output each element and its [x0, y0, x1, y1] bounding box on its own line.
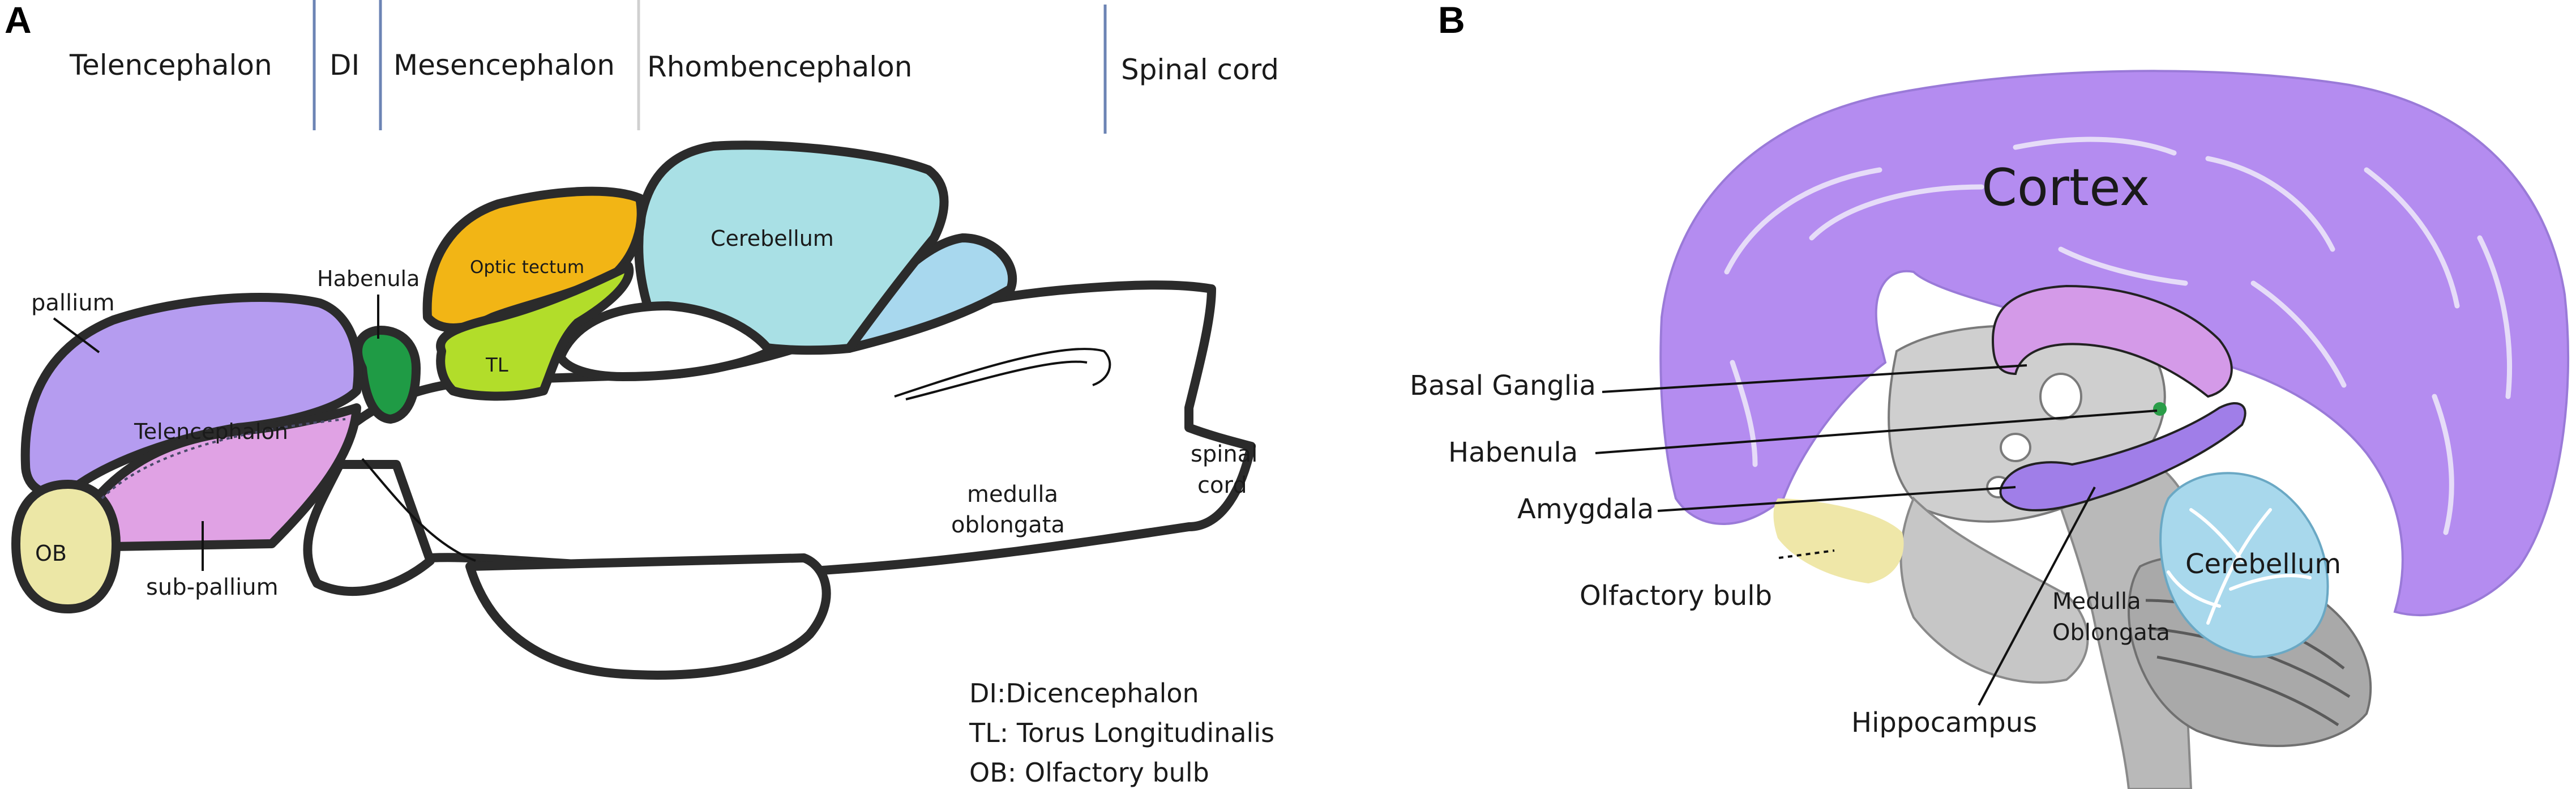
header-telencephalon: Telencephalon — [69, 49, 272, 82]
label-habenula-b: Habenula — [1448, 437, 1578, 468]
label-tl: TL — [485, 354, 508, 377]
header-di: DI — [330, 49, 360, 82]
gyrus-line-10 — [2058, 246, 2188, 286]
gyrus-line-3 — [2013, 137, 2177, 156]
ventricle-arc-inner — [905, 360, 1088, 400]
ventricle-hole-1 — [2039, 373, 2082, 420]
habenula-region — [353, 325, 421, 424]
gyrus-line-4 — [2205, 156, 2335, 252]
gyrus-line-7 — [2250, 280, 2347, 388]
label-telencephalon: Telencephalon — [134, 419, 288, 444]
gyrus-line-5 — [2364, 167, 2460, 309]
valvula-outline — [556, 301, 774, 381]
legend-line-2: TL: Torus Longitudinalis — [969, 718, 1274, 748]
arbor-line-1 — [2206, 508, 2272, 625]
gyrus-line-1 — [1724, 167, 1882, 275]
label-spinal-line2: cord — [1197, 472, 1247, 498]
cerebellum-arbor — [2167, 508, 2312, 625]
label-cerebellum: Cerebellum — [711, 226, 834, 251]
cortex-region — [1659, 70, 2570, 616]
label-habenula: Habenula — [317, 266, 420, 291]
label-optic-tectum: Optic tectum — [470, 257, 584, 278]
amygdala-leader — [1657, 486, 2016, 512]
gyrus-line-6 — [2477, 235, 2513, 399]
arbor-line-2 — [2229, 574, 2312, 591]
habenula-leader-b — [1595, 410, 2158, 454]
panel-b: B — [1410, 0, 2570, 789]
olfactory-bulb-leader — [1778, 549, 1835, 559]
folia-line-3 — [2156, 655, 2339, 727]
header-mesencephalon: Mesencephalon — [393, 49, 615, 82]
pallium-leader — [53, 317, 100, 353]
ventricle-arc — [894, 348, 1111, 398]
olfactory-bulb-region — [11, 480, 121, 613]
panel-b-letter: B — [1438, 0, 1465, 41]
diencephalic-curve — [361, 458, 476, 562]
label-pallium: pallium — [31, 290, 115, 316]
header-rhombencephalon: Rhombencephalon — [647, 50, 912, 83]
label-sub-pallium: sub-pallium — [146, 574, 279, 600]
legend-line-3: OB: Olfactory bulb — [969, 757, 1209, 788]
label-medulla-line1: medulla — [967, 481, 1058, 507]
label-cerebellum-b: Cerebellum — [2185, 548, 2341, 580]
gyrus-line-2 — [1809, 184, 1984, 241]
leader-lines-b — [1595, 364, 2158, 706]
gyrus-line-8 — [1730, 360, 1758, 467]
label-olfactory-bulb-b: Olfactory bulb — [1580, 580, 1772, 612]
arbor-line-3 — [2189, 508, 2244, 562]
arbor-line-4 — [2167, 570, 2221, 608]
abbreviation-legend: DI:Dicencephalon TL: Torus Longitudinali… — [969, 678, 1274, 788]
basal-grey-region — [1899, 496, 2089, 684]
label-amygdala: Amygdala — [1517, 493, 1654, 525]
label-hippocampus: Hippocampus — [1851, 707, 2037, 739]
region-header: Telencephalon DI Mesencephalon Rhombence… — [69, 0, 1279, 134]
olfactory-bulb-region-b — [1773, 498, 1904, 583]
label-medulla-line1-b: Medulla — [2052, 588, 2141, 615]
limbic-arc-region — [1999, 402, 2246, 511]
ventricle-hole-2 — [2000, 433, 2031, 462]
label-medulla-line2-b: Oblongata — [2052, 620, 2170, 646]
header-spinal-cord: Spinal cord — [1121, 53, 1279, 86]
torus-longitudinalis-region — [436, 262, 634, 401]
basal-ganglia-leader — [1602, 364, 2027, 393]
legend-line-1: DI:Dicencephalon — [969, 678, 1199, 709]
panel-a-letter: A — [5, 0, 32, 41]
label-basal-ganglia: Basal Ganglia — [1410, 370, 1596, 402]
ventral-bulge-outline — [303, 460, 435, 596]
cortex-gyri — [1724, 137, 2513, 535]
gyrus-line-9 — [2432, 394, 2454, 535]
label-ob: OB — [35, 541, 67, 566]
pallium-region — [20, 293, 363, 499]
label-spinal-line1: spinal — [1191, 441, 1257, 467]
habenula-dot — [2153, 402, 2167, 416]
label-medulla-line2: oblongata — [951, 512, 1065, 538]
pallial-boundary-dotted — [101, 418, 346, 500]
panel-a: A Telencephalon DI Mesencephalon Rhomben… — [5, 0, 1279, 788]
label-cortex: Cortex — [1982, 158, 2150, 217]
hippocampus-leader — [1978, 487, 2096, 706]
basal-ganglia-region — [1991, 284, 2233, 398]
hypothalamus-outline — [465, 553, 831, 680]
